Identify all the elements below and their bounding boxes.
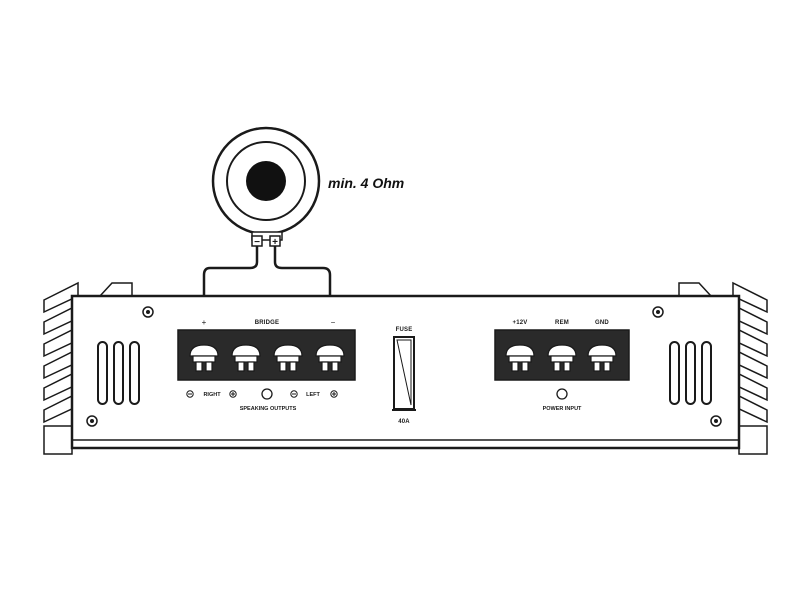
speaker-terminal-plus: +	[272, 237, 278, 248]
speaker-wires	[202, 246, 332, 353]
speaker-impedance-label: min. 4 Ohm	[328, 175, 404, 191]
heatsink-left	[43, 281, 133, 455]
v12-label: +12V	[513, 320, 528, 326]
rem-label: REM	[555, 320, 569, 326]
speaker: − + min. 4 Ohm	[211, 126, 404, 248]
power-input-terminals: +12V REM GND POWER INPUT	[494, 320, 630, 412]
left-channel-label: LEFT	[306, 392, 320, 398]
speaker-outputs-label: SPEAKING OUTPUTS	[240, 406, 297, 412]
bridge-plus-label: +	[202, 318, 207, 327]
speaker-terminal-minus: −	[254, 237, 260, 248]
gnd-label: GND	[595, 320, 609, 326]
bridge-label: BRIDGE	[255, 320, 280, 326]
fuse: FUSE 40A	[392, 327, 416, 425]
bridge-minus-label: −	[331, 318, 336, 327]
fuse-rating: 40A	[398, 419, 410, 425]
fuse-label: FUSE	[396, 327, 413, 333]
speaker-output-terminals: + BRIDGE − RIGHT LEFT SPEAKING OUTPUTS	[177, 318, 356, 412]
power-input-label: POWER INPUT	[543, 406, 582, 412]
right-channel-label: RIGHT	[203, 392, 221, 398]
